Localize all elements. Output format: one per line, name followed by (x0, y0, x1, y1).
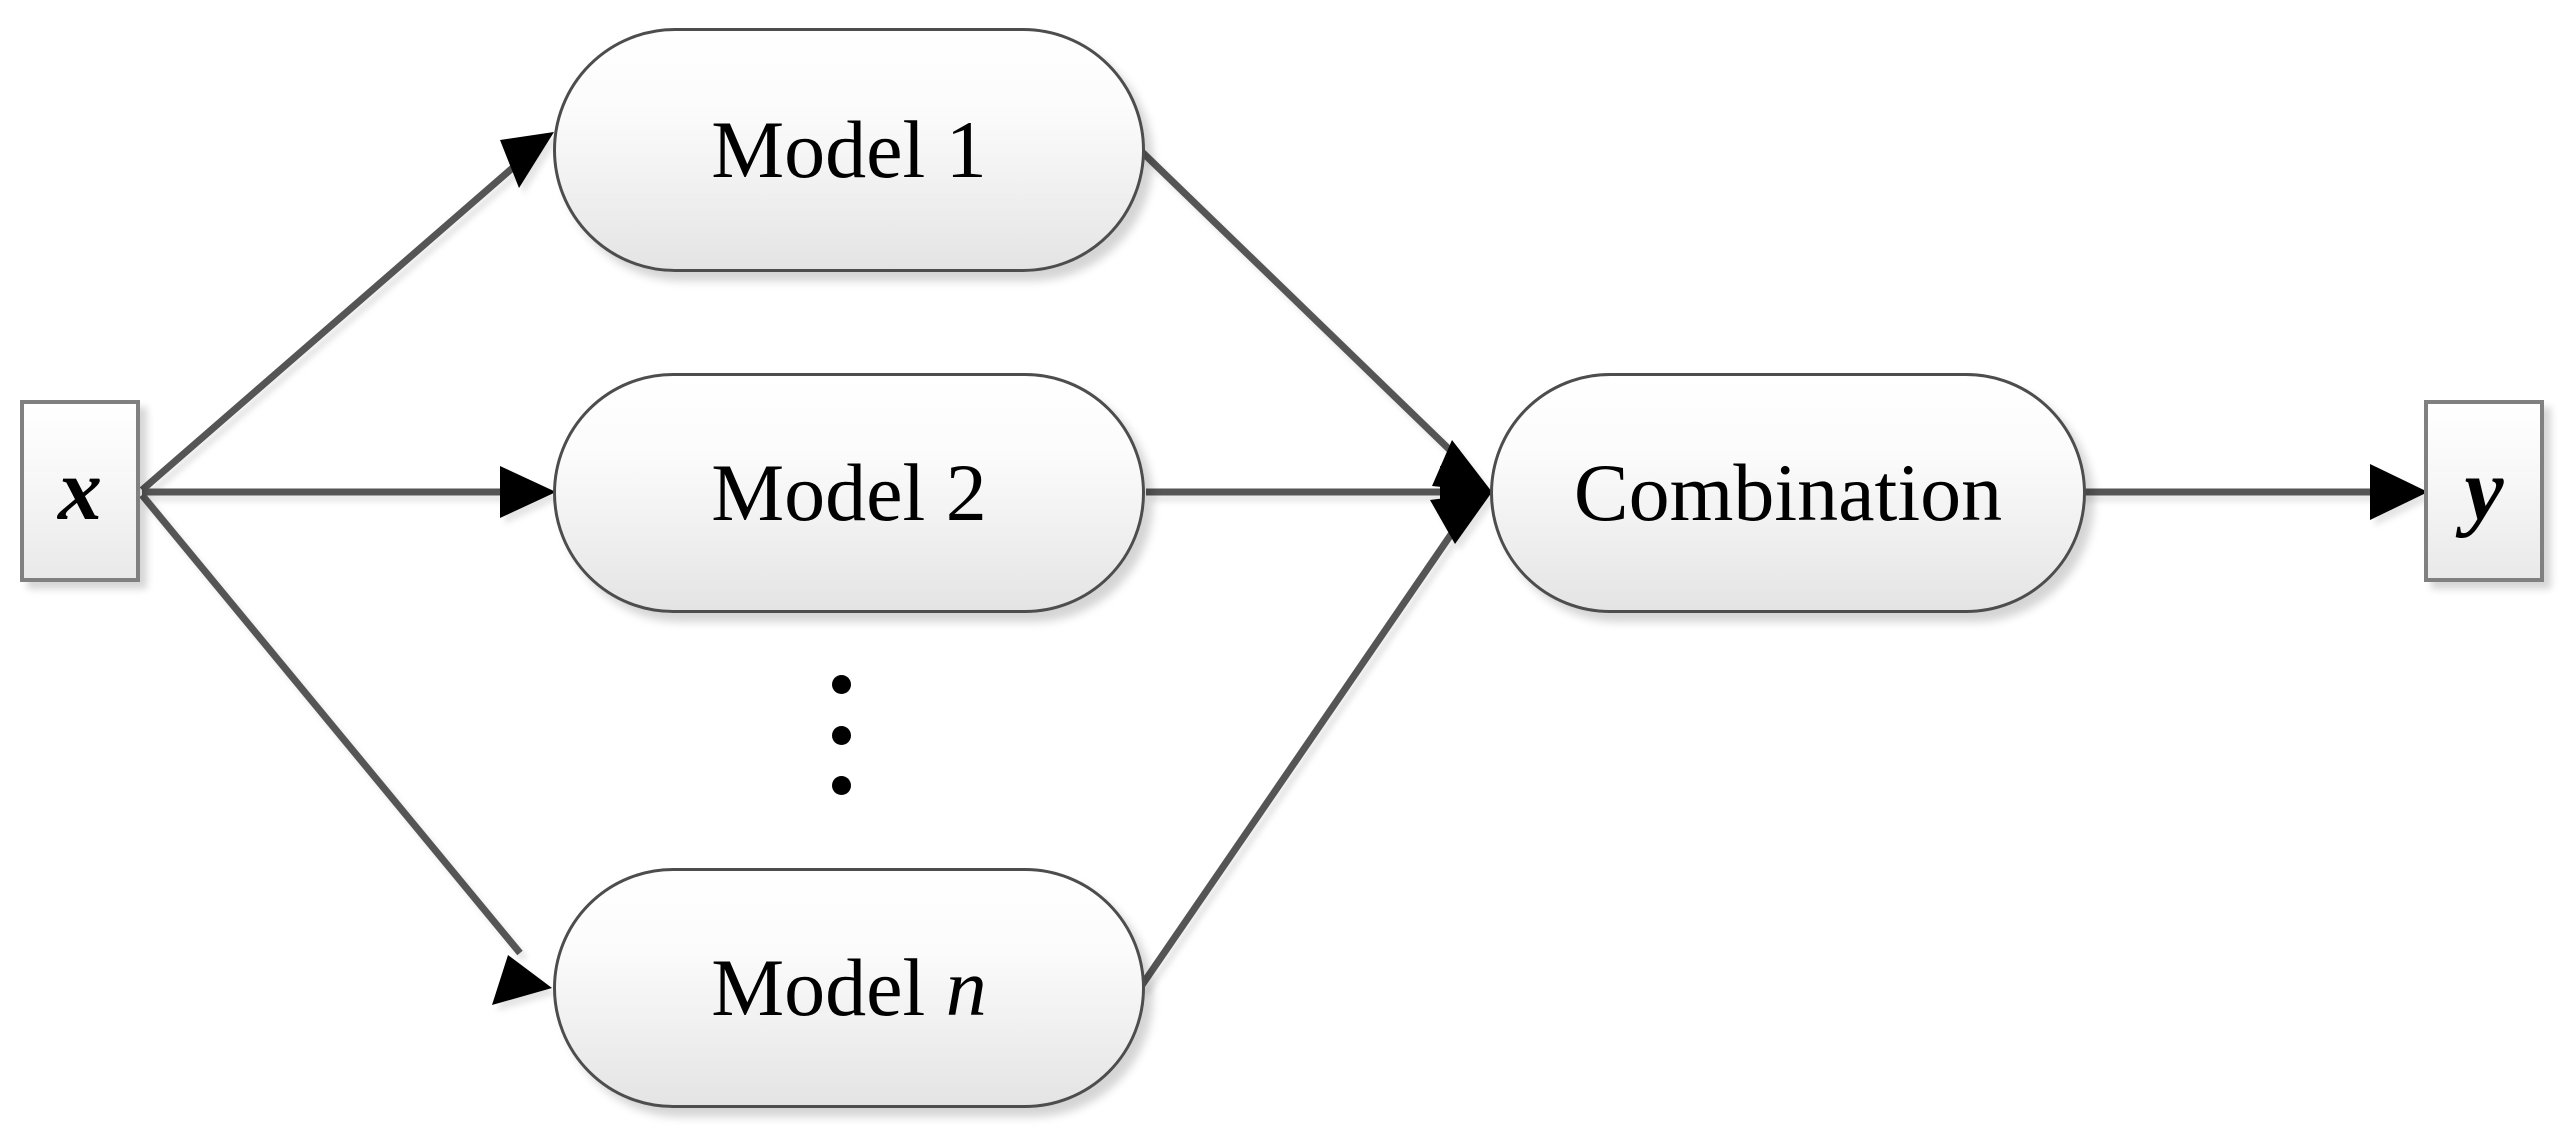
node-combination-label: Combination (1573, 447, 2003, 538)
node-model-n-index: n (945, 942, 987, 1033)
node-output-y-label: y (2464, 442, 2504, 539)
node-model-n[interactable]: Model n (553, 868, 1145, 1108)
ellipsis-dot (831, 675, 851, 694)
node-model-n-prefix: Model (711, 942, 946, 1033)
vertical-ellipsis-icon (831, 675, 851, 795)
edge-input-to-model1 (139, 132, 554, 493)
node-model-1-label: Model 1 (711, 104, 987, 195)
edge-input-to-model2 (142, 466, 556, 518)
node-model-1[interactable]: Model 1 (553, 28, 1145, 272)
node-input-x-label: x (58, 442, 102, 539)
ellipsis-dot (831, 776, 851, 795)
node-model-2-label: Model 2 (711, 447, 987, 538)
edge-modeln-to-combination (1137, 492, 1492, 990)
node-input-x[interactable]: x (20, 400, 140, 582)
edge-input-to-modeln (139, 492, 552, 1005)
node-model-2[interactable]: Model 2 (553, 373, 1145, 613)
edge-combination-to-output (2078, 464, 2428, 520)
node-model-n-label: Model n (711, 947, 987, 1029)
ellipsis-dot (831, 725, 851, 745)
node-output-y[interactable]: y (2424, 400, 2544, 582)
edge-model1-to-combination (1137, 147, 1492, 492)
node-combination[interactable]: Combination (1490, 373, 2086, 613)
